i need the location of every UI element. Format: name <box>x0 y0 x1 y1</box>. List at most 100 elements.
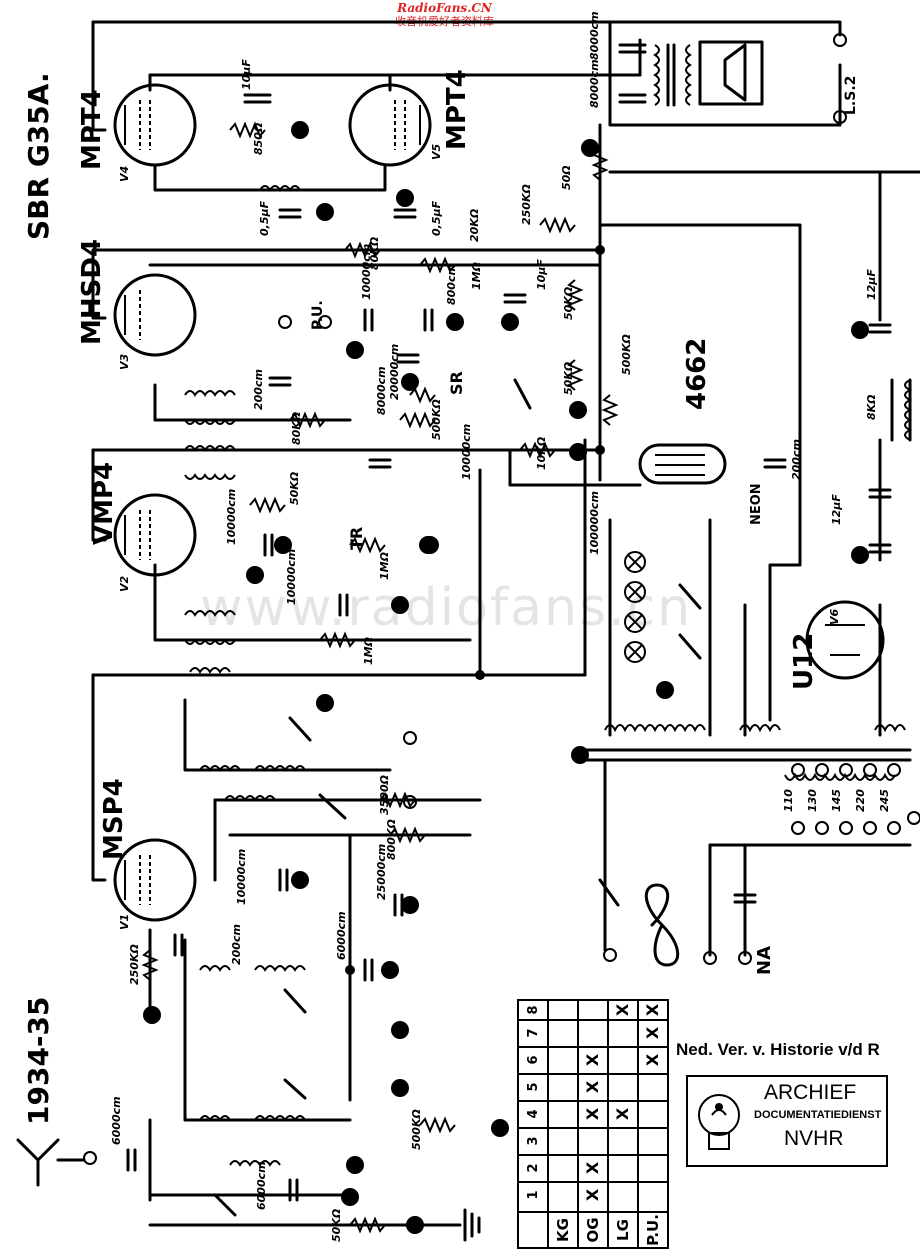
mains-tap-label: 220 <box>854 789 867 812</box>
v2-ref: V2 <box>118 575 131 592</box>
value-label: 10μF <box>535 259 548 290</box>
center-watermark: www.radiofans.cn <box>200 578 693 638</box>
value-label: 800cm <box>445 264 458 305</box>
stamp-subtitle: DOCUMENTATIEDIENST <box>754 1109 882 1121</box>
value-label: 250KΩ <box>128 944 141 985</box>
v4-type: MPT4 <box>77 89 107 170</box>
v4-ref: V4 <box>118 166 131 182</box>
v6-type: U12 <box>789 633 819 690</box>
switch-mark: X <box>583 1053 602 1066</box>
switch-row-label: LG <box>614 1219 632 1241</box>
value-label: 200cm <box>790 439 803 480</box>
v5-ref: V5 <box>430 143 443 160</box>
value-label: 6000cm <box>335 911 348 960</box>
value-label: 10000cm <box>460 424 473 480</box>
value-label: 0,5μF <box>430 200 443 236</box>
mains-transformer <box>604 724 906 781</box>
value-label: 12μF <box>865 269 878 300</box>
switch-mark: X <box>613 1107 632 1120</box>
switch-mark: X <box>583 1161 602 1174</box>
valve-v1 <box>113 838 197 922</box>
value-label: 80KΩ <box>290 412 303 445</box>
valve-v3 <box>113 273 197 357</box>
neon-indicator <box>638 443 727 485</box>
value-label: 10KΩ <box>535 437 548 470</box>
switch-position-header: 8 <box>526 1005 541 1014</box>
mains-tap-label: 130 <box>806 789 819 812</box>
value-label: 50Ω <box>560 165 573 190</box>
value-label: 100000cm <box>588 491 601 555</box>
output-transformer <box>653 40 764 107</box>
value-label: 200cm <box>252 369 265 410</box>
fuse-icon <box>644 883 680 967</box>
wiring <box>91 20 920 1227</box>
switch-mark: X <box>643 1026 662 1039</box>
switch-mark: X <box>643 1003 662 1016</box>
value-label: 50KΩ <box>288 472 301 505</box>
stamp-title: ARCHIEF <box>764 1081 857 1104</box>
speaker-terminal-label: L.S.2 <box>843 76 859 115</box>
watermark-site: RadioFans.CN <box>397 1 492 15</box>
sr-label: SR <box>447 371 466 395</box>
value-label: 6000cm <box>110 1096 123 1145</box>
value-label: 50KΩ <box>330 1209 343 1242</box>
terminals <box>83 33 920 1165</box>
value-label: 20000cm <box>388 344 401 400</box>
valve-v4 <box>113 83 197 167</box>
value-label: 500KΩ <box>430 399 443 440</box>
year-label: 1934-35 <box>22 996 55 1125</box>
coupling-coils <box>184 185 306 1167</box>
switch-blades <box>213 378 702 1217</box>
archive-stamp: ARCHIEF DOCUMENTATIEDIENST NVHR <box>686 1075 888 1167</box>
pilot-lamps <box>624 551 646 663</box>
value-label: 10μF <box>240 59 253 90</box>
capacitors <box>126 43 892 1202</box>
value-label: 50KΩ <box>562 287 575 320</box>
value-label: 1MΩ <box>470 262 483 290</box>
switch-mark: X <box>583 1188 602 1201</box>
value-label: 8KΩ <box>865 394 878 420</box>
switch-mark: X <box>583 1080 602 1093</box>
mains-tap-label: 110 <box>782 789 795 812</box>
value-label: 500KΩ <box>620 334 633 375</box>
stamp-org: NVHR <box>784 1127 844 1150</box>
value-label: 850Ω <box>252 123 265 155</box>
switch-position-header: 5 <box>526 1082 541 1091</box>
v3-type: MHSD4 <box>77 239 107 345</box>
value-label: 200cm <box>230 924 243 965</box>
value-label: 1MΩ <box>362 637 375 665</box>
switch-position-header: 7 <box>526 1028 541 1037</box>
tr-label: TR <box>347 527 366 550</box>
mains-tap-label: 145 <box>830 789 843 812</box>
antenna-icon <box>16 1138 86 1187</box>
v5-type: MPT4 <box>442 69 472 150</box>
valve-v6 <box>805 600 885 680</box>
choke <box>890 378 913 442</box>
switch-position-header: 4 <box>526 1109 541 1118</box>
junction-dots <box>143 121 869 1234</box>
switch-row-label: KG <box>554 1218 572 1242</box>
value-label: 0,5μF <box>258 200 271 236</box>
resistors <box>141 121 619 1234</box>
value-label: 800KΩ <box>385 819 398 860</box>
value-label: 10000cm <box>285 549 298 605</box>
value-label: 250KΩ <box>520 184 533 225</box>
switch-mark: X <box>613 1003 632 1016</box>
value-label: 8000cm <box>588 11 601 60</box>
value-label: 25000cm <box>375 844 388 900</box>
value-label: 1MΩ <box>378 552 391 580</box>
switch-position-header: 6 <box>526 1055 541 1064</box>
value-label: 3500Ω <box>378 775 391 815</box>
valve-logo-icon <box>698 1094 740 1150</box>
mains-label: NA <box>754 946 775 975</box>
value-label: 500KΩ <box>410 1109 423 1150</box>
neon-number: 4662 <box>682 338 712 410</box>
v2-type: VMP4 <box>89 462 119 545</box>
switch-row-label: P.U. <box>644 1214 662 1246</box>
switch-position-header: 2 <box>526 1163 541 1172</box>
neon-label: NEON <box>749 483 764 525</box>
v3-ref: V3 <box>118 353 131 370</box>
switch-position-header: 3 <box>526 1136 541 1145</box>
value-label: 8000cm <box>588 59 601 108</box>
